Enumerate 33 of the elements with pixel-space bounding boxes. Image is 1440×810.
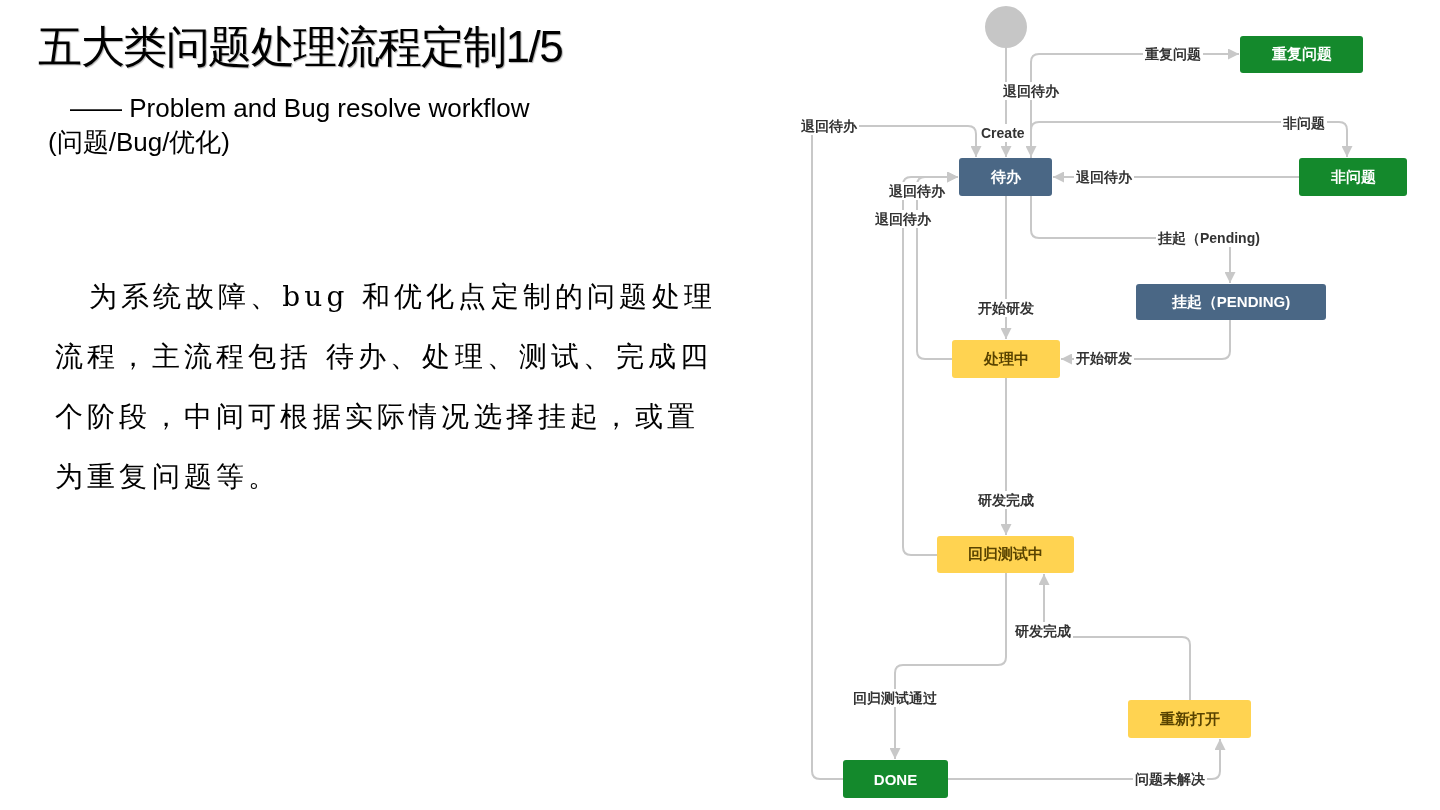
state-box: 非问题 — [1299, 158, 1407, 196]
arrow — [1030, 121, 1353, 159]
arrow — [889, 572, 1007, 760]
edge-label: 问题未解决 — [1133, 770, 1207, 788]
state-box: 处理中 — [952, 340, 1060, 378]
edge-label: 退回待办 — [887, 182, 947, 200]
state-box: 重复问题 — [1240, 36, 1363, 73]
edge-label: 退回待办 — [799, 117, 859, 135]
edge-label: 挂起（Pending) — [1156, 229, 1262, 247]
edge-label: 退回待办 — [1074, 168, 1134, 186]
subtitle: —— Problem and Bug resolve workflow (问题/Bug/优化) — [48, 92, 531, 159]
state-box: 挂起（PENDING) — [1136, 284, 1326, 320]
state-box: 待办 — [959, 158, 1052, 196]
state-box: DONE — [843, 760, 948, 798]
edge-label: 开始研发 — [976, 299, 1036, 317]
arrow — [902, 171, 959, 556]
body-paragraph: 为系统故障、bug 和优化点定制的问题处理流程，主流程包括 待办、处理、测试、完成四个阶段，中间可根据实际情况选择挂起，或置为重复问题等。 — [55, 279, 717, 495]
edge-label: 非问题 — [1281, 114, 1327, 132]
title: 五大类问题处理流程定制1/5 — [38, 21, 563, 73]
start-circle — [985, 6, 1027, 48]
edge-label: 重复问题 — [1143, 45, 1203, 63]
arrow — [811, 125, 982, 780]
edge-label: 开始研发 — [1074, 349, 1134, 367]
edge-label: 研发完成 — [1013, 622, 1073, 640]
line-label: 退回待办 — [1001, 82, 1061, 100]
edge-label: 退回待办 — [873, 210, 933, 228]
arrow — [1000, 377, 1012, 536]
edge-label: Create — [979, 124, 1027, 142]
arrow — [1000, 195, 1012, 340]
edge-label: 回归测试通过 — [851, 689, 939, 707]
edge-label: 研发完成 — [976, 491, 1036, 509]
state-box: 回归测试中 — [937, 536, 1074, 573]
state-box: 重新打开 — [1128, 700, 1251, 738]
